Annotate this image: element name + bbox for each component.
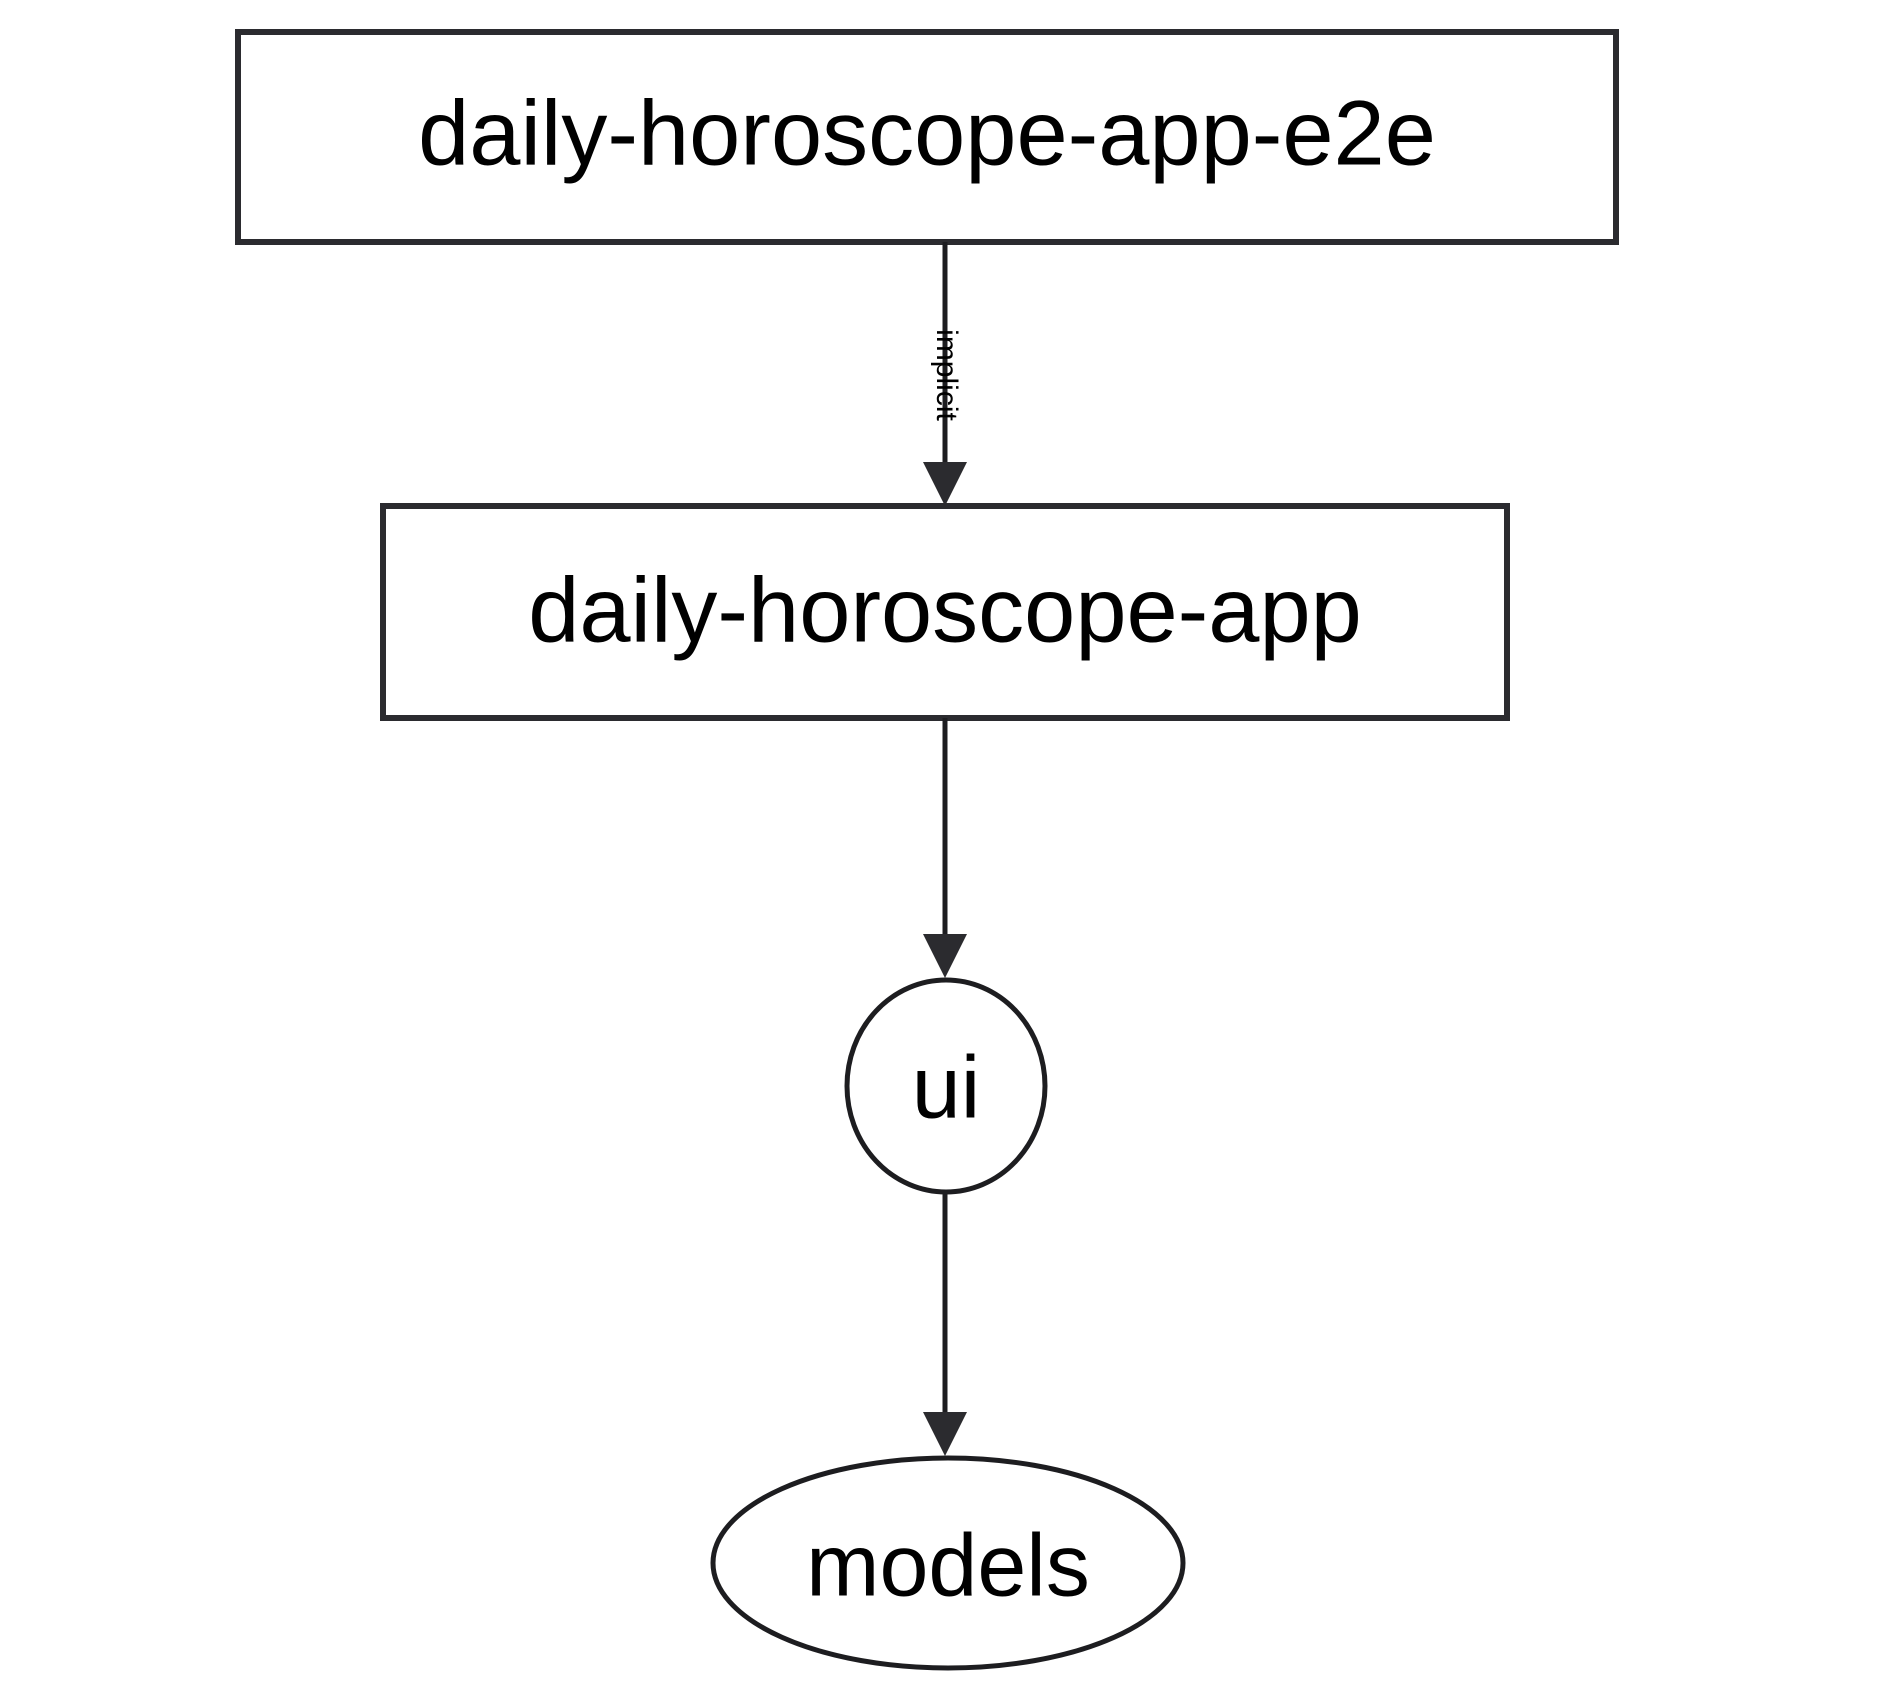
arrowhead-icon [923, 934, 967, 978]
node-label: models [806, 1515, 1090, 1614]
edge-label-implicit: implicit [930, 329, 963, 421]
node-label: daily-horoscope-app-e2e [418, 82, 1436, 184]
node-ui[interactable]: ui [844, 977, 1048, 1195]
node-box-shape[interactable] [380, 503, 1510, 721]
node-label: ui [912, 1037, 981, 1136]
arrowhead-icon [923, 1412, 967, 1456]
node-box-shape[interactable] [235, 29, 1619, 245]
node-models[interactable]: models [710, 1455, 1186, 1671]
edge-app-to-ui[interactable] [923, 718, 967, 978]
node-daily-horoscope-app[interactable]: daily-horoscope-app [380, 503, 1510, 721]
node-label: daily-horoscope-app [528, 559, 1362, 661]
edge-e2e-to-app[interactable]: implicit [923, 242, 967, 506]
node-daily-horoscope-app-e2e[interactable]: daily-horoscope-app-e2e [235, 29, 1619, 245]
node-ellipse-shape[interactable] [710, 1455, 1186, 1671]
arrowhead-icon [923, 462, 967, 506]
edge-ui-to-models[interactable] [923, 1192, 967, 1456]
